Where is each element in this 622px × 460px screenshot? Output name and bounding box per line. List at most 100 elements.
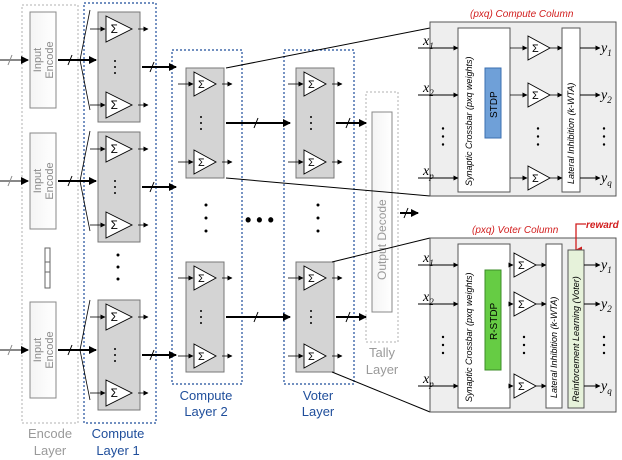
bus-slash-icon (253, 117, 259, 129)
sigma-icon: Σ (308, 79, 315, 91)
r-stdp-bar (484, 269, 502, 371)
stack-dot (114, 192, 116, 194)
column-input-subscript: p (428, 379, 434, 389)
column-output-subscript: 1 (607, 265, 612, 275)
reinforcement-learning-label: Reinforcement Learning (Voter) (571, 276, 581, 402)
neuron-triangle-icon (527, 35, 551, 61)
neuron-triangle-icon (105, 135, 134, 163)
voter-column-title: (pxq) Voter Column (472, 225, 559, 236)
bus-slash-icon (7, 175, 13, 187)
stdp-bar (484, 67, 502, 139)
column-output-subscript: 2 (607, 95, 612, 105)
bus-slash-icon (67, 54, 73, 66)
column-input-dot (441, 335, 445, 339)
column-dot (536, 127, 540, 130)
stack-dot (310, 316, 312, 318)
reinforcement-learning-block (567, 249, 585, 409)
sigma-icon: Σ (198, 79, 205, 91)
voter-lateral-inhibition (545, 243, 563, 409)
column-input-dot (441, 127, 445, 130)
sigma-icon: Σ (518, 381, 525, 393)
stack-dot (200, 116, 202, 118)
zoom-line (331, 237, 431, 263)
sigma-icon: Σ (532, 90, 539, 102)
stack-dot (114, 354, 116, 356)
neuron-triangle-icon (527, 82, 551, 108)
column-output-subscript: 1 (607, 48, 612, 58)
compute-layer-1-label: Compute (92, 426, 145, 441)
sigma-icon: Σ (198, 273, 205, 285)
sigma-icon: Σ (518, 299, 525, 311)
stdp-label: STDP (489, 91, 500, 118)
compute-layer-2-label-2: Layer 2 (184, 404, 227, 419)
reward-arrow-icon (575, 223, 586, 254)
input-encode-label: Input (32, 48, 44, 72)
column-output-subscript: q (607, 386, 612, 396)
column-output-subscript: 2 (607, 304, 612, 314)
neuron-triangle-icon (513, 291, 537, 317)
compute-crossbar-label: Synaptic Crossbar (pxq weights) (464, 56, 474, 186)
sigma-icon: Σ (308, 157, 315, 169)
stack-dot (114, 348, 116, 350)
fan-line (79, 299, 91, 351)
stack-dot (114, 66, 116, 68)
compute-column-title: (pxq) Compute Column (470, 9, 574, 20)
column-output-dot (602, 351, 606, 355)
sigma-icon: Σ (308, 351, 315, 363)
column-dot (522, 351, 526, 355)
input-encode-label-2: Encode (44, 162, 56, 199)
column-input-dot (441, 143, 445, 146)
bus-slash-icon (67, 175, 73, 187)
neuron-triangle-icon (105, 211, 134, 239)
input-encode-label: Input (32, 338, 44, 362)
column-input-subscript: 2 (429, 88, 434, 98)
neuron-triangle-icon (303, 149, 327, 175)
compute-column-detail: (pxq) Compute Column Synaptic Crossbar (… (418, 9, 617, 197)
compute-inhibition-label: Lateral Inhibition (k-WTA) (566, 83, 576, 184)
compute-layer-2-label: Compute (180, 388, 233, 403)
bus-slash-icon (149, 181, 155, 193)
bus-slash-icon (345, 311, 351, 323)
sigma-icon: Σ (111, 143, 118, 156)
reward-label: reward (586, 220, 620, 231)
bus-slash-icon (253, 311, 259, 323)
neuron-triangle-icon (193, 265, 217, 291)
stack-dot (200, 310, 202, 312)
sigma-icon: Σ (308, 273, 315, 285)
column-output-dot (602, 335, 606, 339)
bus-slash-icon (7, 344, 13, 356)
stack-dot (200, 122, 202, 124)
voter-inhibition-label: Lateral Inhibition (k-WTA) (549, 297, 559, 398)
stack-dot (200, 322, 202, 324)
column-input-dot (441, 135, 445, 138)
input-encode-label-2: Encode (44, 331, 56, 368)
neuron-triangle-icon (105, 379, 134, 407)
stack-dot (114, 72, 116, 74)
input-encode-label-2: Encode (44, 41, 56, 78)
column-dot (522, 343, 526, 347)
tally-layer-boundary (365, 91, 399, 343)
column-output-dot (602, 127, 606, 130)
input-encode-block (29, 132, 57, 230)
input-encode-block (29, 11, 57, 109)
sigma-icon: Σ (518, 260, 525, 272)
column-dot (536, 135, 540, 138)
compute-layer-1-boundary (83, 2, 157, 424)
output-decode-block (371, 111, 393, 313)
compute-lateral-inhibition (561, 27, 581, 193)
column-input-label: x1 (422, 34, 434, 51)
bus-slash-icon (149, 349, 155, 361)
bus-slash-icon (149, 61, 155, 73)
sigma-icon: Σ (532, 173, 539, 185)
sigma-icon: Σ (532, 43, 539, 55)
column-input-dot (441, 351, 445, 355)
voter-layer-boundary (283, 49, 355, 385)
zoom-line (225, 177, 431, 197)
horizontal-dots: • • • (245, 210, 274, 230)
column-dot (522, 335, 526, 339)
sigma-icon: Σ (111, 219, 118, 232)
column-input-subscript: p (428, 171, 434, 181)
stack-dot (114, 186, 116, 188)
bus-slash-icon (67, 344, 73, 356)
neuron-triangle-icon (303, 343, 327, 369)
